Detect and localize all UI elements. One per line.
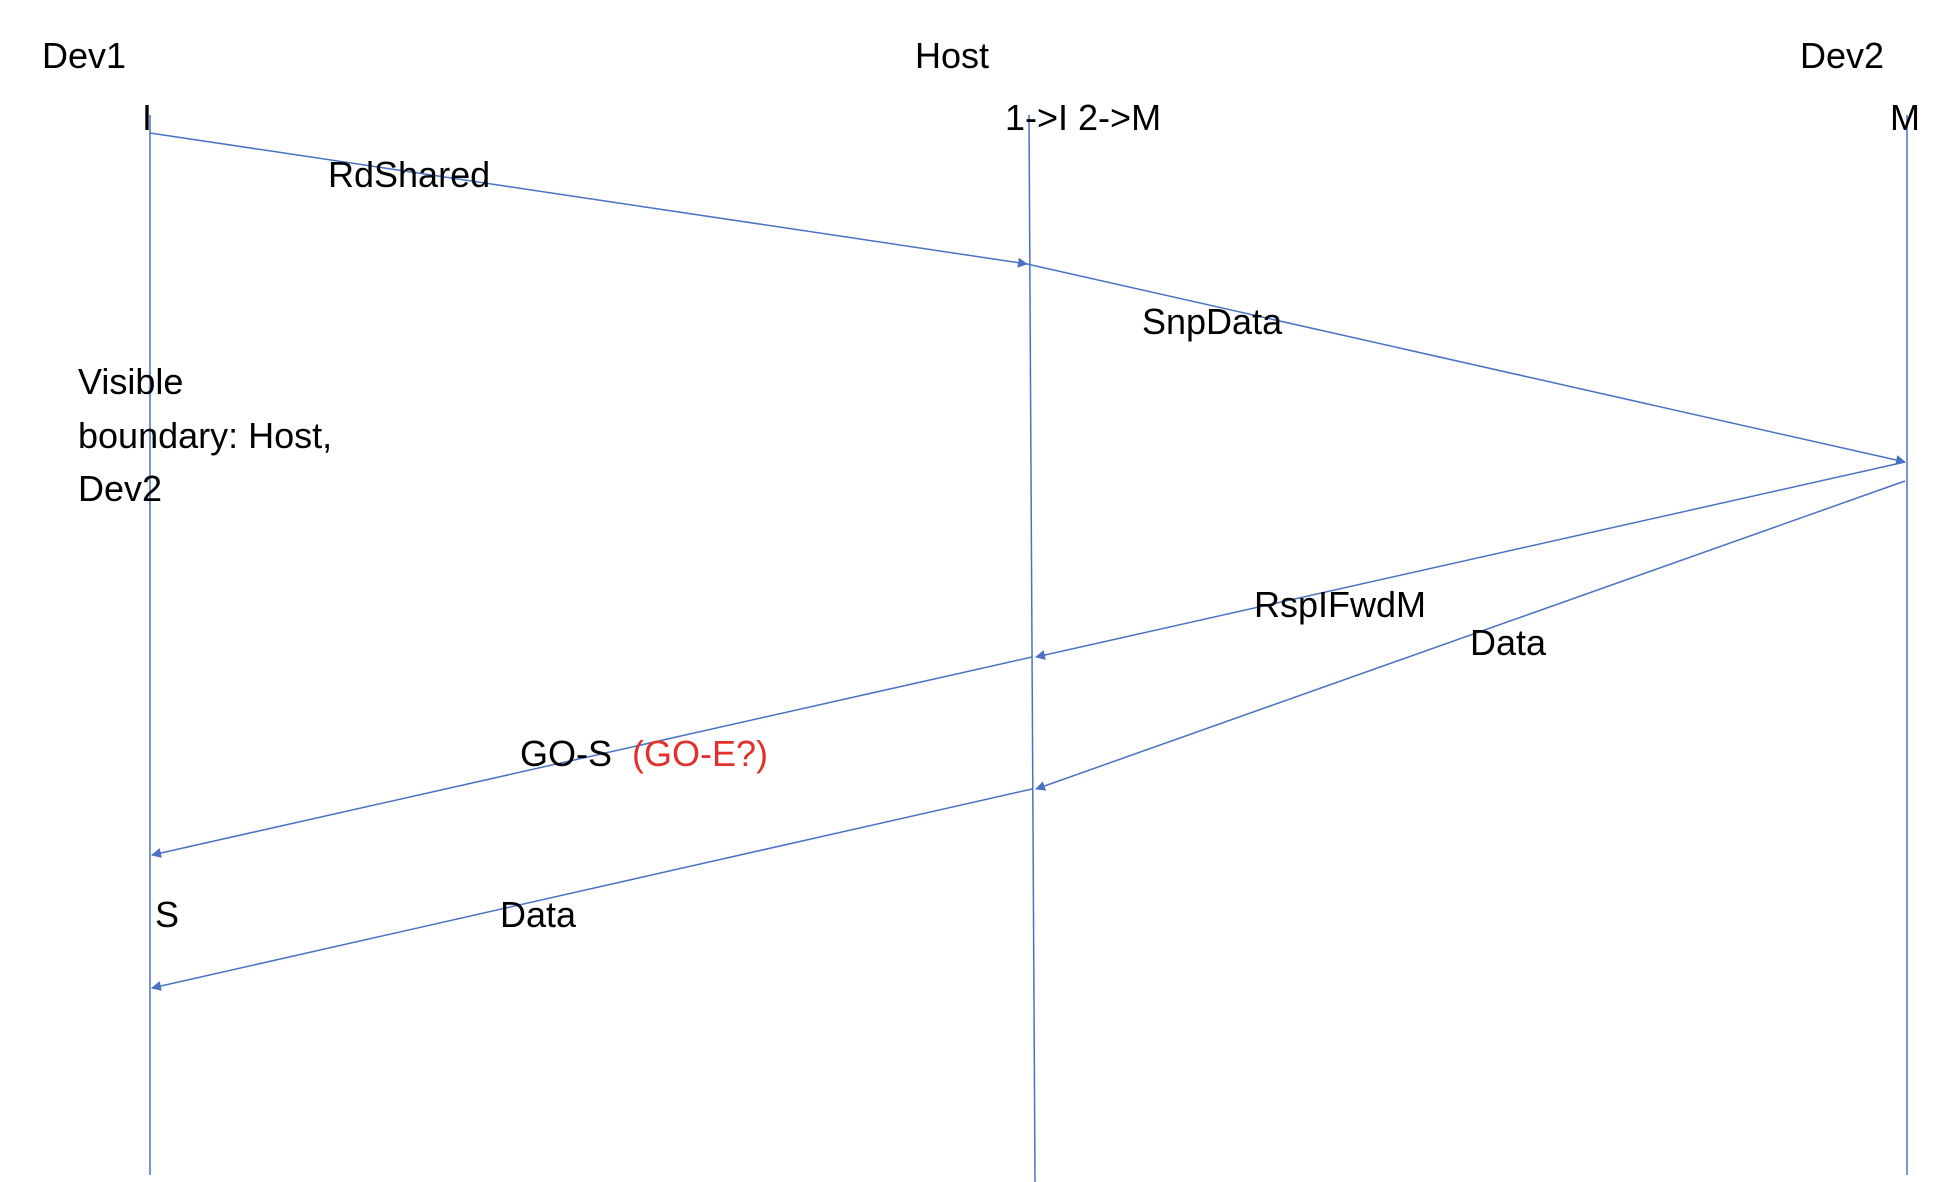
rdshared-arrow bbox=[149, 132, 1028, 268]
participant-host-label: Host bbox=[915, 35, 989, 76]
host-initial-state: 1->I 2->M bbox=[1005, 97, 1161, 138]
data-dev2-host-label: Data bbox=[1470, 622, 1547, 663]
go-s-text: GO-S bbox=[520, 733, 612, 774]
rspifwdm-arrow bbox=[1035, 461, 1906, 660]
snpdata-label: SnpData bbox=[1142, 301, 1283, 342]
rdshared-label: RdShared bbox=[328, 154, 490, 195]
host-lifeline bbox=[1028, 114, 1036, 1182]
snpdata-arrow bbox=[1026, 263, 1906, 465]
go-s-arrow bbox=[151, 656, 1033, 858]
dev1-initial-state: I bbox=[142, 97, 152, 138]
dev2-initial-state: M bbox=[1890, 97, 1920, 138]
dev1-final-state: S bbox=[155, 894, 179, 935]
visible-boundary-note-line-1: Visible bbox=[78, 361, 183, 402]
data-dev2-host-arrow bbox=[1035, 480, 1906, 791]
participant-dev1-label: Dev1 bbox=[42, 35, 126, 76]
participant-dev2-label: Dev2 bbox=[1800, 35, 1884, 76]
data-host-dev1-label: Data bbox=[500, 894, 577, 935]
rspifwdm-label: RspIFwdM bbox=[1254, 584, 1426, 625]
go-s-label: GO-S (GO-E?) bbox=[520, 733, 768, 774]
data-host-dev1-arrow bbox=[151, 788, 1033, 991]
go-e-question-note: (GO-E?) bbox=[632, 733, 768, 774]
visible-boundary-note-line-2: boundary: Host, bbox=[78, 415, 332, 456]
visible-boundary-note-line-3: Dev2 bbox=[78, 468, 162, 509]
